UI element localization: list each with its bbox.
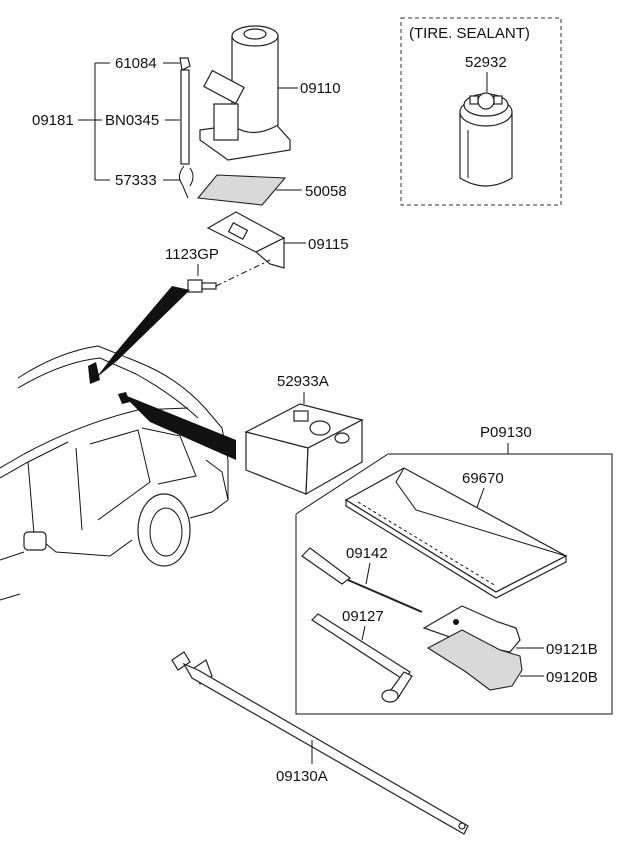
jack-pad: 50058 (196, 174, 347, 206)
label-52933A: 52933A (277, 373, 329, 390)
label-P09130: P09130 (480, 424, 532, 441)
bracket-09181 (78, 62, 110, 181)
hook-57333 (178, 165, 194, 199)
label-09110: 09110 (300, 80, 341, 97)
jack-lever-group: 61084 09181 BN0345 57333 (32, 55, 194, 199)
label-57333: 57333 (115, 172, 157, 189)
tool-kit-box (295, 453, 613, 715)
strap-BN0345 (180, 69, 190, 165)
jack-bracket: 09115 (206, 211, 349, 269)
label-09181: 09181 (32, 112, 74, 129)
lug-wrench (311, 613, 413, 703)
label-52932: 52932 (465, 54, 507, 71)
label-09142: 09142 (346, 545, 388, 562)
bolt-1123GP: 1123GP (165, 246, 271, 293)
label-09121B: 09121B (546, 641, 598, 658)
jack-handle-09130A: 09130A (171, 651, 469, 835)
label-09115: 09115 (308, 236, 349, 253)
sealant-dashed-box (400, 17, 562, 206)
label-BN0345: BN0345 (105, 112, 159, 129)
label-61084: 61084 (115, 55, 157, 72)
label-50058: 50058 (305, 183, 347, 200)
tool-kit-box-diagonal (295, 453, 389, 515)
clip-61084 (179, 57, 191, 71)
label-09130A: 09130A (276, 768, 328, 785)
bottle-jack: 09110 (199, 25, 341, 161)
tool-kit-group: P09130 69670 09142 09127 (295, 424, 613, 715)
screwdriver (301, 547, 423, 613)
pointer-wedge-compressor (122, 394, 236, 460)
tire-sealant-group: (TIRE. SEALANT) 52932 (400, 17, 562, 206)
gloves (422, 605, 523, 691)
compressor-52933A: 52933A (244, 373, 364, 496)
label-09127: 09127 (342, 608, 384, 625)
label-1123GP: 1123GP (165, 246, 219, 263)
label-09120B: 09120B (546, 669, 598, 686)
label-69670: 69670 (462, 470, 504, 487)
tool-pouch (344, 467, 568, 599)
sealant-bottle (459, 92, 513, 187)
car-outline (0, 345, 229, 601)
sealant-box-title: (TIRE. SEALANT) (409, 25, 530, 42)
